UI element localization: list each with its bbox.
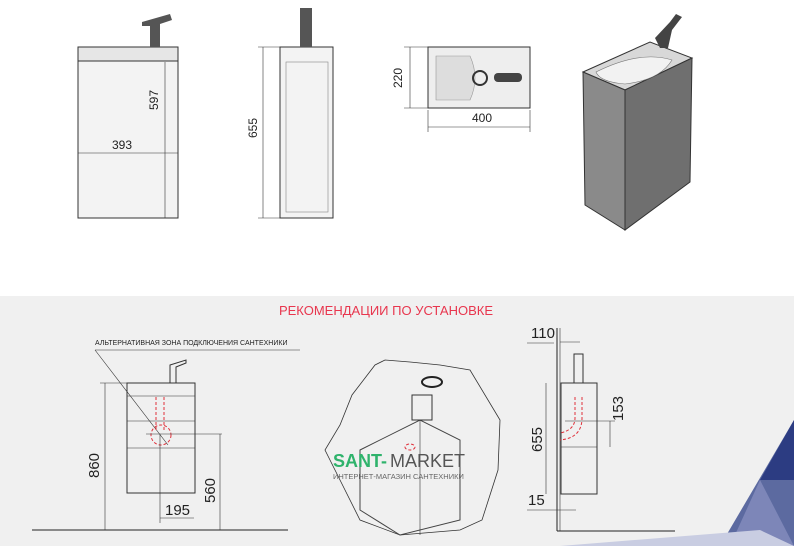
installation-3d-detail: SANT- MARKET ИНТЕРНЕТ-МАГАЗИН САНТЕХНИКИ	[324, 359, 501, 536]
watermark-subtitle: ИНТЕРНЕТ-МАГАЗИН САНТЕХНИКИ	[333, 472, 464, 481]
faucet-icon	[142, 14, 172, 47]
front-width-dim: 393	[112, 138, 132, 152]
wall-offset-dim: 110	[531, 325, 555, 342]
watermark-brand-part1: SANT-	[333, 451, 387, 471]
faucet-icon	[655, 14, 682, 48]
watermark-brand-part2: MARKET	[390, 451, 465, 471]
side-height-dim: 655	[246, 118, 260, 138]
front-height-dim: 597	[147, 90, 161, 110]
front-view: 597 393	[77, 14, 179, 219]
side-height-dim: 655	[529, 427, 546, 452]
faucet-icon	[300, 8, 312, 47]
plan-depth-dim: 220	[391, 68, 405, 88]
plan-view: 220 400	[391, 46, 531, 132]
total-height-dim: 860	[86, 453, 103, 478]
alt-zone-annotation: АЛЬТЕРНАТИВНАЯ ЗОНА ПОДКЛЮЧЕНИЯ САНТЕХНИ…	[95, 340, 288, 347]
side-view: 655	[246, 8, 334, 219]
connection-height-dim: 560	[202, 478, 219, 503]
pipe-dim: 153	[610, 396, 627, 421]
installation-side-view: 110 655 153 15	[527, 325, 675, 532]
connection-offset-dim: 195	[165, 502, 190, 519]
installation-front-view: АЛЬТЕРНАТИВНАЯ ЗОНА ПОДКЛЮЧЕНИЯ САНТЕХНИ…	[32, 340, 300, 531]
decor-triangles	[560, 420, 794, 546]
plan-width-dim: 400	[472, 111, 492, 125]
installation-heading: РЕКОМЕНДАЦИИ ПО УСТАНОВКЕ	[279, 303, 493, 318]
cabinet-3d-view	[581, 14, 694, 231]
floor-gap-dim: 15	[528, 492, 545, 509]
